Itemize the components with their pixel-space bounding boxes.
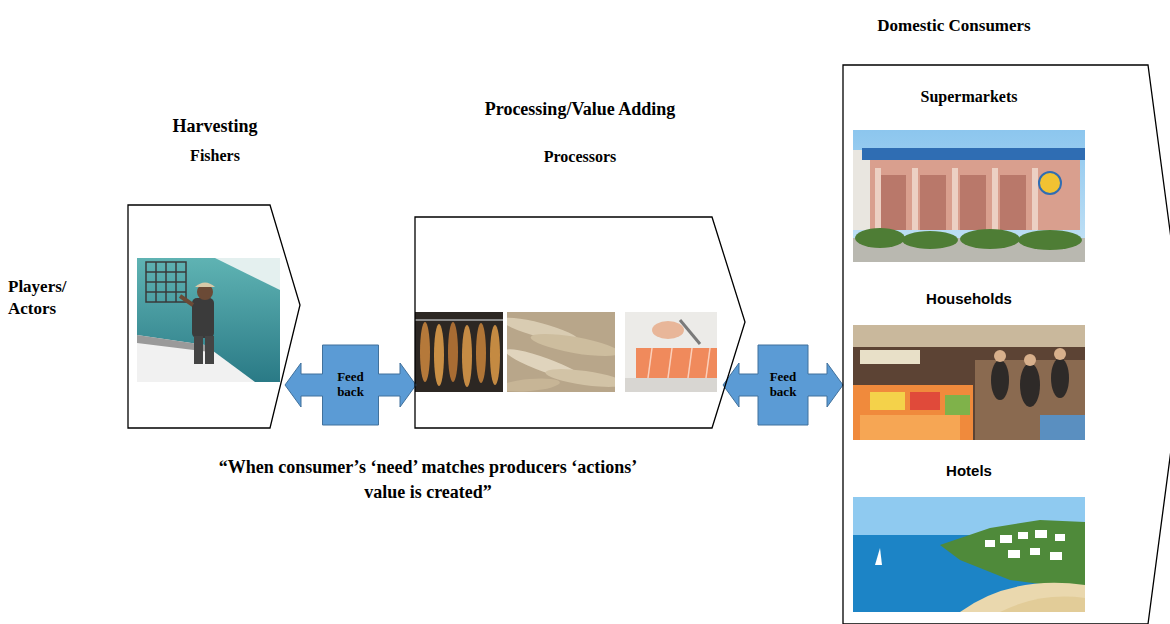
quote-note: “When consumer’s ‘need’ matches producer…: [208, 455, 648, 505]
consumer-heading: Supermarkets: [853, 87, 1085, 106]
stage-heading: Domestic Consumers: [843, 16, 1065, 36]
chevron-outline-shape: [415, 217, 745, 428]
chevron-outline-shape: [843, 65, 1170, 624]
feedback-arrow: [285, 345, 416, 425]
hotel-beach-photo: [853, 497, 1085, 612]
consumer-chevron: Domestic ConsumersSupermarketsHouseholds…: [843, 10, 1170, 624]
axis-label: Players/ Actors: [8, 276, 86, 320]
consumer-group: Supermarkets: [853, 82, 1085, 264]
edge-label: Feed back: [763, 370, 803, 400]
actor-name: Fishers: [120, 146, 310, 165]
supermarket-photo: [853, 130, 1085, 262]
feedback-arrow: [723, 345, 843, 425]
chevron-outline: [128, 205, 300, 428]
salmon-cutting-photo: [625, 312, 717, 392]
stage-heading: Harvesting: [120, 116, 310, 138]
consumer-heading: Households: [853, 290, 1085, 308]
actor-name: Processors: [410, 147, 750, 166]
stage-heading: Processing/Value Adding: [410, 99, 750, 121]
stage-chevron: Processing/Value AddingProcessors: [410, 95, 750, 432]
consumer-heading: Hotels: [853, 462, 1085, 480]
chevron-outline: [843, 65, 1170, 624]
edge-label: Feed back: [328, 370, 374, 400]
smoked-fish-photo: [415, 312, 503, 392]
consumer-group: Hotels: [853, 454, 1085, 614]
dried-fish-photo: [507, 312, 615, 392]
chevron-outline-shape: [128, 205, 300, 428]
market-photo: [853, 325, 1085, 440]
fisher-photo: [137, 258, 280, 382]
stage-chevron: HarvestingFishers: [120, 110, 310, 432]
chevron-outline: [415, 217, 745, 428]
consumer-group: Households: [853, 282, 1085, 442]
